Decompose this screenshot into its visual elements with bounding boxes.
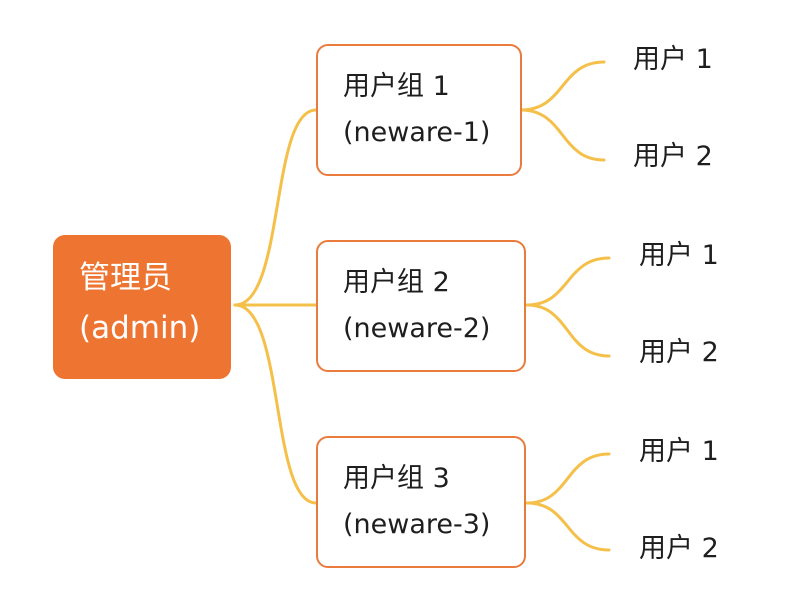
connector-group-3-user-1 — [525, 452, 611, 505]
group-node-name: 用户组 1 — [343, 71, 450, 102]
root-node-admin: 管理员 (admin) — [53, 235, 231, 379]
group-node-id: (neware-2) — [343, 313, 491, 344]
connector-group-3-user-2 — [525, 501, 611, 552]
connector-group-2-user-1 — [525, 256, 611, 307]
user-node-group-2-user-2: 用户 2 — [639, 337, 719, 368]
user-node-group-3-user-2: 用户 2 — [639, 533, 719, 564]
group-node-1: 用户组 1 (neware-1) — [316, 44, 522, 176]
group-node-3: 用户组 3 (neware-3) — [316, 436, 526, 568]
root-node-id: (admin) — [79, 310, 201, 346]
connector-root-group-3 — [233, 303, 318, 505]
user-node-group-1-user-1: 用户 1 — [633, 44, 713, 75]
user-node-group-1-user-2: 用户 2 — [633, 141, 713, 172]
group-node-id: (neware-3) — [343, 509, 491, 540]
connector-group-2-user-2 — [525, 303, 611, 358]
group-node-name: 用户组 3 — [343, 463, 450, 494]
connector-group-1-user-1 — [519, 60, 606, 112]
user-node-group-2-user-1: 用户 1 — [639, 240, 719, 271]
group-node-id: (neware-1) — [343, 117, 491, 148]
connector-group — [233, 60, 611, 552]
group-node-2: 用户组 2 (neware-2) — [316, 240, 526, 372]
connector-group-1-user-2 — [519, 108, 606, 162]
user-node-group-3-user-1: 用户 1 — [639, 436, 719, 467]
root-node-name: 管理员 — [79, 260, 172, 296]
group-node-name: 用户组 2 — [343, 267, 450, 298]
connector-root-group-1 — [233, 108, 318, 307]
